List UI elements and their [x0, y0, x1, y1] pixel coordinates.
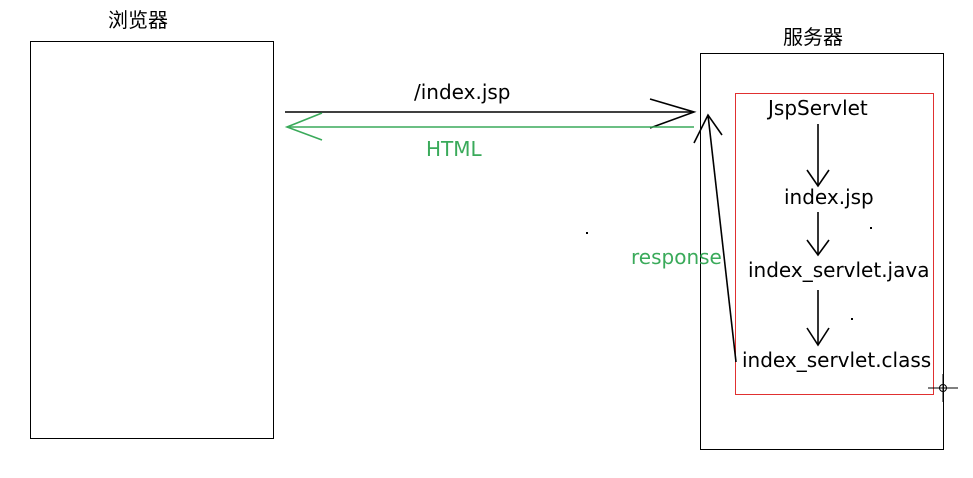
- server-title: 服务器: [783, 25, 843, 49]
- request-arrow: [285, 98, 697, 129]
- html-reply-label: HTML: [426, 137, 482, 161]
- request-label: /index.jsp: [414, 80, 511, 104]
- pipeline-step-index-servlet-java: index_servlet.java: [748, 258, 930, 282]
- pipeline-step-index-servlet-class: index_servlet.class: [742, 348, 932, 372]
- browser-box: [30, 41, 274, 439]
- pipeline-arrow-3: [806, 290, 830, 347]
- pipeline-arrow-1: [806, 124, 830, 188]
- response-label: response: [631, 245, 722, 269]
- response-path: [693, 113, 737, 363]
- crosshair-cursor: [928, 374, 958, 402]
- pipeline-step-index-jsp: index.jsp: [784, 185, 874, 209]
- server-box: [700, 53, 944, 450]
- pipeline-arrow-2: [806, 212, 830, 257]
- pipeline-container: [735, 93, 934, 395]
- pipeline-step-jspservlet: JspServlet: [768, 96, 868, 120]
- browser-title: 浏览器: [108, 8, 168, 32]
- html-reply-arrow: [284, 112, 694, 141]
- stray-marks: [586, 227, 872, 320]
